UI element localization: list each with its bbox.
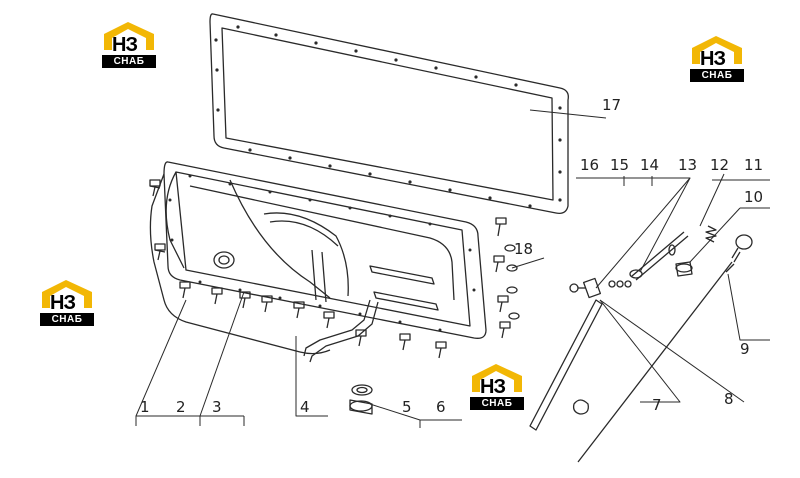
callout-11: 11 <box>744 156 763 174</box>
callout-5: 5 <box>402 398 412 416</box>
callout-14: 14 <box>640 156 659 174</box>
washers-part-18 <box>504 244 520 320</box>
house-logo-icon <box>104 22 154 50</box>
callout-1: 1 <box>140 398 150 416</box>
logo-subtitle: СНАБ <box>690 69 744 82</box>
house-logo-icon <box>42 280 92 308</box>
callout-10: 10 <box>744 188 763 206</box>
spring-part-11 <box>705 225 717 243</box>
leader-lines <box>135 109 770 428</box>
cap-part-10 <box>675 261 693 277</box>
logo-bottom-center: НЗ СНАБ <box>466 362 530 414</box>
callout-3: 3 <box>212 398 222 416</box>
callout-16: 16 <box>580 156 599 174</box>
callout-8: 8 <box>724 390 734 408</box>
logo-mark: НЗ <box>50 292 76 314</box>
logo-middle-left: НЗ СНАБ <box>36 278 100 330</box>
logo-subtitle: СНАБ <box>470 397 524 410</box>
house-logo-icon <box>472 364 522 392</box>
logo-subtitle: СНАБ <box>102 55 156 68</box>
dipstick-tube-part-7 <box>529 299 603 431</box>
callout-6: 6 <box>436 398 446 416</box>
oil-pan <box>149 161 487 363</box>
house-logo-icon <box>692 36 742 64</box>
callout-17: 17 <box>602 96 621 114</box>
callout-9: 9 <box>740 340 750 358</box>
bolts-part-1-3 <box>149 179 511 359</box>
logo-mark: НЗ <box>112 34 138 56</box>
callout-7: 7 <box>652 396 662 414</box>
callout-13: 13 <box>678 156 697 174</box>
callout-15: 15 <box>610 156 629 174</box>
gasket-part-17 <box>209 13 569 214</box>
callout-2: 2 <box>176 398 186 416</box>
dipstick-part-9 <box>577 234 753 463</box>
drain-plug-part-5-6 <box>349 384 373 415</box>
callout-4: 4 <box>300 398 310 416</box>
callout-12: 12 <box>710 156 729 174</box>
bracket-parts-8-16 <box>569 231 689 299</box>
logo-mark: НЗ <box>700 48 726 70</box>
callout-18: 18 <box>514 240 533 258</box>
logo-top-right: НЗ СНАБ <box>686 34 750 86</box>
logo-top-left: НЗ СНАБ <box>98 20 162 72</box>
logo-subtitle: СНАБ <box>40 313 94 326</box>
logo-mark: НЗ <box>480 376 506 398</box>
